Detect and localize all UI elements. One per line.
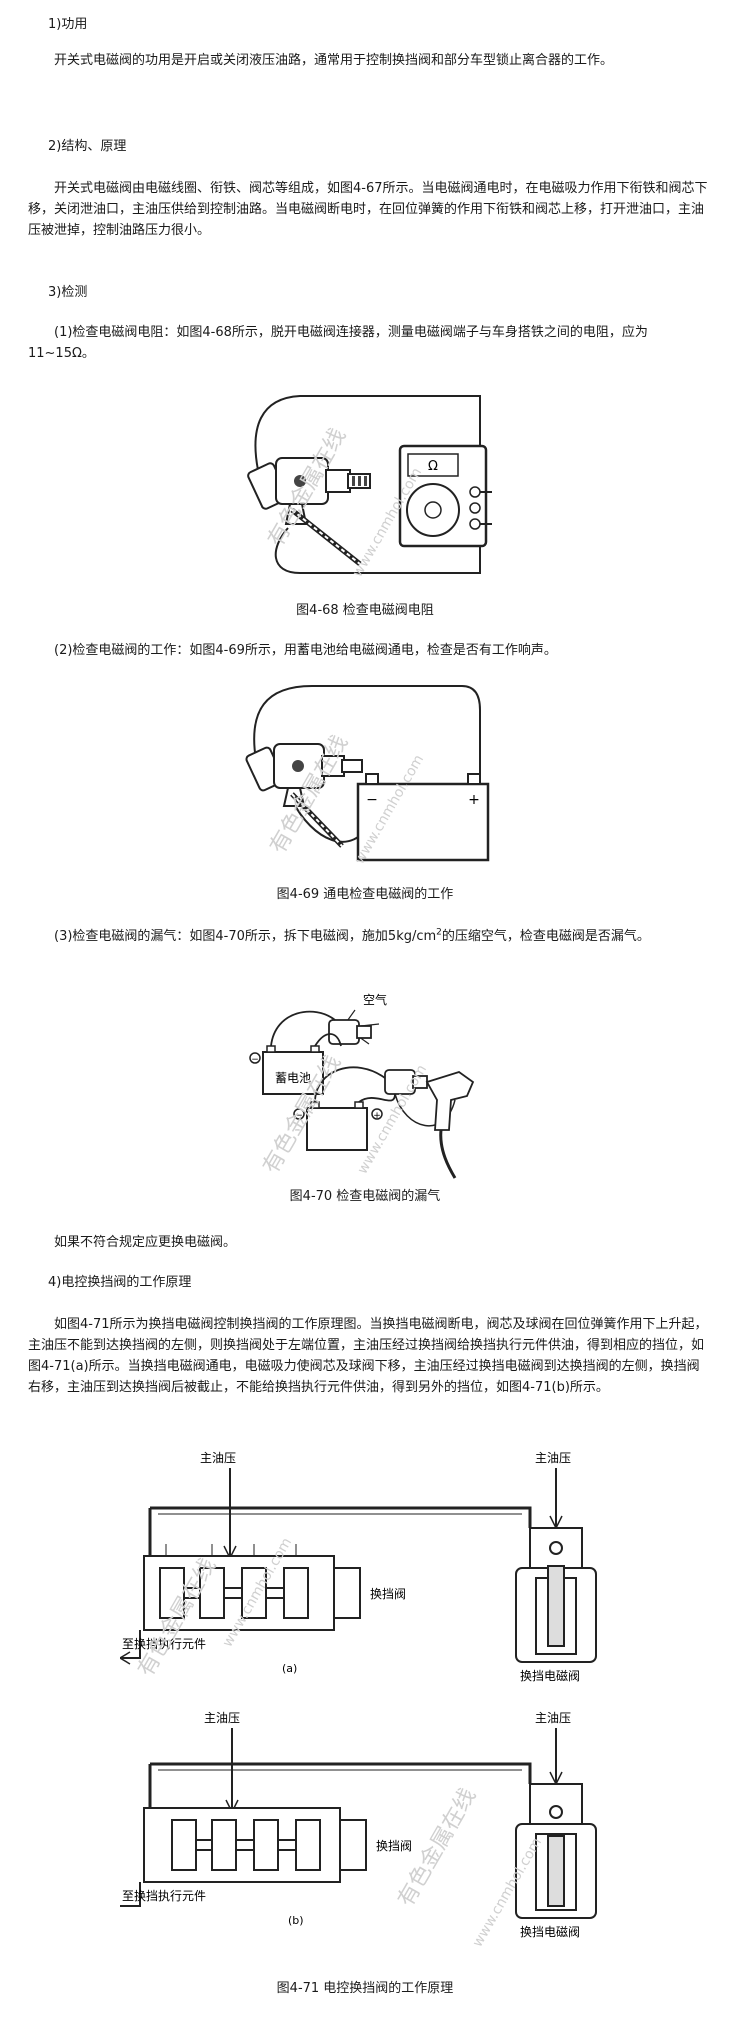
svg-text:−: − [295, 1111, 303, 1121]
paragraph-step2: (2)检查电磁阀的工作：如图4-69所示，用蓄电池给电磁阀通电，检查是否有工作响… [54, 643, 557, 658]
paragraph-replace: 如果不符合规定应更换电磁阀。 [54, 1235, 237, 1250]
multimeter: Ω [398, 444, 488, 548]
heading-inspection: 3)检测 [48, 285, 88, 300]
heading-shift: 4)电控换挡阀的工作原理 [48, 1275, 192, 1290]
caption-fig-4-68: 图4-68 检查电磁阀电阻 [296, 603, 434, 618]
svg-text:−: − [251, 1055, 259, 1065]
label-tag-a: (a) [282, 1662, 297, 1675]
battery-2: − + [293, 1101, 383, 1151]
label-solenoid-a: 换挡电磁阀 [520, 1668, 580, 1683]
label-actuator-b: 至换挡执行元件 [122, 1889, 206, 1903]
panel-b: 主油压 主油压 换挡阀 至换挡执行元 [120, 1711, 597, 1939]
label-tag-b: (b) [288, 1914, 304, 1927]
figure-4-70: 空气 蓄电池 − − [245, 990, 490, 1180]
label-actuator-a: 至换挡执行元件 [122, 1637, 206, 1651]
solenoid-a [515, 1527, 597, 1663]
paragraph-function: 开关式电磁阀的功用是开启或关闭液压油路，通常用于控制换挡阀和部分车型锁止离合器的… [54, 53, 614, 68]
label-main-pressure-right-b: 主油压 [535, 1711, 571, 1725]
heading-function: 1)功用 [48, 17, 88, 32]
panel-a: 主油压 主油压 [120, 1451, 597, 1683]
battery: − + [356, 773, 490, 862]
paragraph-structure: 开关式电磁阀由电磁线圈、衔铁、阀芯等组成，如图4-67所示。当电磁阀通电时，在电… [28, 181, 708, 238]
caption-fig-4-70: 图4-70 检查电磁阀的漏气 [289, 1189, 441, 1204]
svg-text:−: − [366, 792, 378, 808]
label-main-pressure-left-a: 主油压 [200, 1451, 236, 1465]
paragraph-step1: (1)检查电磁阀电阻：如图4-68所示，脱开电磁阀连接器，测量电磁阀端子与车身搭… [28, 325, 648, 361]
power-test-illustration: − + 有色金属在线 www.cnmhol.com [245, 685, 490, 867]
figure-4-71: 主油压 主油压 [120, 1448, 610, 1968]
meter-symbol: Ω [428, 459, 438, 474]
battery: 蓄电池 − [249, 1045, 324, 1095]
caption-fig-4-71: 图4-71 电控换挡阀的工作原理 [276, 1981, 454, 1996]
svg-text:+: + [373, 1111, 381, 1121]
paragraph-shift: 如图4-71所示为换挡电磁阀控制换挡阀的工作原理图。当换挡电磁阀断电，阀芯及球阀… [28, 1317, 708, 1395]
label-main-pressure-right-a: 主油压 [535, 1451, 571, 1465]
label-shift-valve-a: 换挡阀 [370, 1587, 406, 1601]
air-gun [425, 1071, 475, 1179]
heading-structure: 2)结构、原理 [48, 139, 127, 154]
paragraph-step3: (3)检查电磁阀的漏气：如图4-70所示，拆下电磁阀，施加5kg/cm2的压缩空… [54, 927, 650, 944]
label-solenoid-b: 换挡电磁阀 [520, 1924, 580, 1939]
label-shift-valve-b: 换挡阀 [376, 1839, 412, 1853]
caption-fig-4-69: 图4-69 通电检查电磁阀的工作 [276, 887, 454, 902]
resistance-test-illustration: Ω 有色金属在线 www.cnmhol.com [247, 395, 492, 580]
leak-test-illustration: 空气 蓄电池 − − [249, 992, 475, 1179]
figure-4-69: − + 有色金属在线 www.cnmhol.com [242, 680, 492, 870]
label-main-pressure-left-b: 主油压 [204, 1711, 240, 1725]
label-battery: 蓄电池 [275, 1071, 311, 1085]
shift-valve-diagram: 主油压 主油压 [120, 1451, 597, 1950]
solenoid-b [515, 1783, 597, 1919]
label-air: 空气 [363, 992, 387, 1007]
figure-4-68: Ω 有色金属在线 www.cnmhol.com [240, 388, 495, 583]
svg-text:+: + [468, 792, 480, 808]
